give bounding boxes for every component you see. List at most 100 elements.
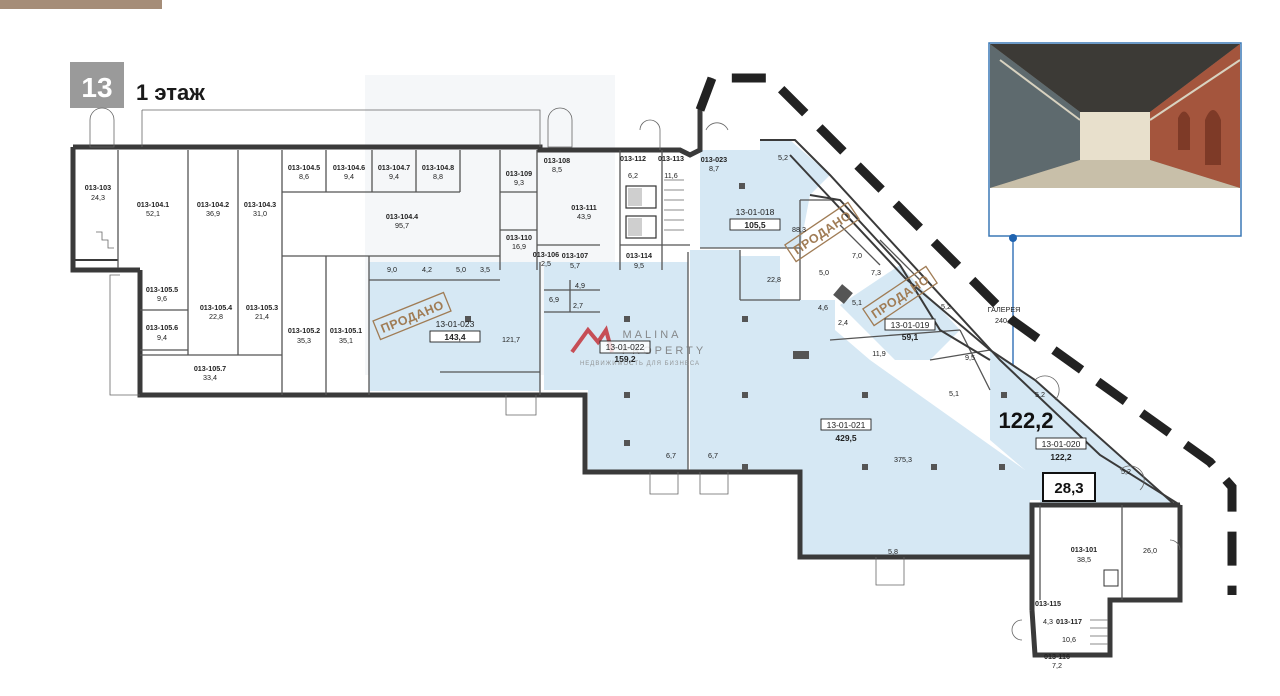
gallery-dashed-outline — [695, 73, 1237, 595]
room-area: 7,2 — [1052, 661, 1062, 670]
room-id: 013-101 — [1071, 545, 1097, 554]
columns — [465, 183, 1007, 470]
unit-box-021: 13-01-021 429,5 — [820, 418, 872, 443]
room-id: 013-105.6 — [146, 323, 178, 332]
room-id: 013-117 — [1056, 617, 1082, 626]
svg-text:9,5: 9,5 — [965, 353, 975, 362]
room-id: 013-116 — [1044, 652, 1070, 661]
room-id: 013-113 — [658, 154, 684, 163]
svg-text:13-01-022: 13-01-022 — [606, 342, 645, 352]
room-id: 013-105.7 — [194, 364, 226, 373]
gallery-area: 240,6 — [995, 316, 1013, 325]
room-id: 013-104.8 — [422, 163, 454, 172]
svg-text:5,2: 5,2 — [778, 153, 788, 162]
svg-text:22,8: 22,8 — [767, 275, 781, 284]
room-id: 013-108 — [544, 156, 570, 165]
stair-icons — [96, 179, 1108, 645]
room-area: 24,3 — [91, 193, 105, 202]
svg-text:9,0: 9,0 — [387, 265, 397, 274]
svg-text:4,2: 4,2 — [422, 265, 432, 274]
room-id: 013-104.5 — [288, 163, 320, 172]
room-id: 013-023 — [701, 155, 727, 164]
room-id: 013-103 — [85, 183, 111, 192]
unit-box-019: 13-01-019 59,1 — [884, 318, 936, 342]
svg-text:122,2: 122,2 — [1050, 452, 1072, 462]
room-id: 013-105.2 — [288, 326, 320, 335]
svg-text:429,5: 429,5 — [835, 433, 857, 443]
room-area: 9,3 — [514, 178, 524, 187]
unit-box-023: 13-01-023 143,4 — [429, 319, 481, 343]
svg-text:375,3: 375,3 — [894, 455, 912, 464]
room-area: 35,1 — [339, 336, 353, 345]
door-swings — [89, 107, 1181, 641]
room-id: 013-115 — [1035, 599, 1061, 608]
callout-big-area: 122,2 — [998, 408, 1053, 433]
room-id: 013-104.7 — [378, 163, 410, 172]
unit-022-fill — [544, 262, 688, 470]
watermark-line3: НЕДВИЖИМОСТЬ ДЛЯ БИЗНЕСА — [580, 361, 700, 367]
svg-text:88,3: 88,3 — [792, 225, 806, 234]
room-id: 013-114 — [626, 251, 652, 260]
room-id: 013-112 — [620, 154, 646, 163]
room-area: 9,5 — [634, 261, 644, 270]
room-area: 21,4 — [255, 312, 269, 321]
svg-text:7,3: 7,3 — [871, 268, 881, 277]
room-id: 013-109 — [506, 169, 532, 178]
room-id: 013-104.6 — [333, 163, 365, 172]
room-area: 9,4 — [157, 333, 167, 342]
svg-text:2,4: 2,4 — [838, 318, 848, 327]
room-id: 013-107 — [562, 251, 588, 260]
svg-text:59,1: 59,1 — [902, 332, 919, 342]
svg-text:5,1: 5,1 — [949, 389, 959, 398]
room-area: 9,6 — [157, 294, 167, 303]
callout-dot-top — [1009, 234, 1017, 242]
room-area: 38,5 — [1077, 555, 1091, 564]
room-area: 31,0 — [253, 209, 267, 218]
svg-text:13-01-018: 13-01-018 — [736, 207, 775, 217]
room-area: 9,4 — [344, 172, 354, 181]
svg-text:5,1: 5,1 — [852, 298, 862, 307]
room-area: 52,1 — [146, 209, 160, 218]
room-area: 10,6 — [1062, 635, 1076, 644]
top-brand-strip — [0, 0, 162, 9]
svg-text:13-01-020: 13-01-020 — [1042, 439, 1081, 449]
svg-text:7,0: 7,0 — [852, 251, 862, 260]
room-id: 013-110 — [506, 233, 532, 242]
svg-text:105,5: 105,5 — [744, 220, 766, 230]
svg-text:5,2: 5,2 — [941, 302, 951, 311]
room-id: 013-105.1 — [330, 326, 362, 335]
unit-019-fill — [840, 265, 960, 360]
unit-box-020: 13-01-020 122,2 — [1035, 437, 1087, 462]
unit-box-022: 13-01-022 159,2 — [599, 340, 651, 364]
gallery-name: ГАЛЕРЕЯ — [988, 305, 1021, 314]
room-id: 013-111 — [571, 203, 597, 212]
svg-text:5,2: 5,2 — [1035, 390, 1045, 399]
building-number-badge — [70, 62, 124, 108]
room-area: 5,7 — [570, 261, 580, 270]
room-area: 33,4 — [203, 373, 217, 382]
room-id: 013-104.4 — [386, 212, 418, 221]
room-area: 95,7 — [395, 221, 409, 230]
svg-text:28,3: 28,3 — [1054, 480, 1083, 497]
svg-text:5,8: 5,8 — [888, 547, 898, 556]
svg-text:143,4: 143,4 — [444, 332, 466, 342]
svg-text:4,6: 4,6 — [818, 303, 828, 312]
svg-text:13-01-019: 13-01-019 — [891, 320, 930, 330]
room-id: 013-105.3 — [246, 303, 278, 312]
svg-text:5,2: 5,2 — [1121, 467, 1131, 476]
svg-text:13-01-021: 13-01-021 — [827, 420, 866, 430]
elevator-icons — [625, 185, 1119, 587]
small-area-labels: 5,2 88,3 7,0 7,3 5,0 22,8 5,1 4,6 2,4 11… — [387, 153, 1157, 556]
floor-label: 1 этаж — [136, 80, 205, 105]
svg-text:13-01-023: 13-01-023 — [436, 319, 475, 329]
room-area: 36,9 — [206, 209, 220, 218]
unit-023-fill — [369, 262, 540, 391]
room-area: 4,3 — [1043, 617, 1053, 626]
unit-021-fill — [690, 250, 1040, 556]
room-id: 013-104.2 — [197, 200, 229, 209]
room-area: 9,4 — [389, 172, 399, 181]
room-id: 013-105.5 — [146, 285, 178, 294]
room-area: 8,6 — [299, 172, 309, 181]
svg-text:2,7: 2,7 — [573, 301, 583, 310]
